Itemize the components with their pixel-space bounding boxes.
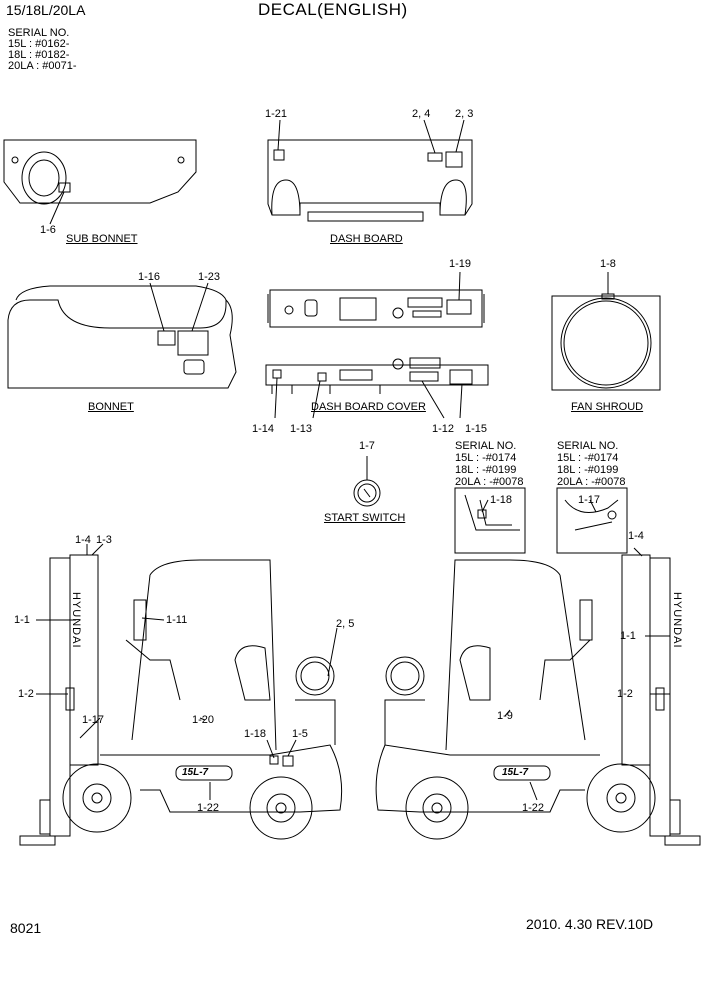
serial-line: 15L : -#0174 xyxy=(557,452,619,464)
callout: 1-20 xyxy=(192,714,215,726)
callout: 2, 5 xyxy=(336,618,355,630)
detail-serial-right: SERIAL NO. 15L : -#0174 18L : -#0199 20L… xyxy=(557,440,626,488)
view-label-bonnet: BONNET xyxy=(88,401,134,413)
serial-line: 15L : -#0174 xyxy=(455,452,517,464)
serial-line: 20LA : -#0078 xyxy=(557,476,626,488)
serial-line: SERIAL NO. xyxy=(557,440,619,452)
callout: 1-4 xyxy=(75,534,91,546)
callout: 1-19 xyxy=(449,258,472,270)
model-plate-right: 15L-7 xyxy=(502,767,529,778)
callout: 1-4 xyxy=(628,530,644,542)
page-title: DECAL(ENGLISH) xyxy=(258,0,408,19)
start-switch-drawing xyxy=(354,456,380,506)
serial-line: 18L : -#0199 xyxy=(557,464,619,476)
callout: 1-9 xyxy=(497,710,513,722)
fan-shroud-drawing xyxy=(552,272,660,390)
serial-line: 18L : -#0199 xyxy=(455,464,517,476)
model-number: 15/18L/20LA xyxy=(6,2,86,18)
callout: 1-13 xyxy=(290,423,313,435)
dash-board-cover-drawing xyxy=(266,358,488,418)
callout: 1-18 xyxy=(490,494,513,506)
callout: 1-6 xyxy=(40,224,56,236)
callout: 1-22 xyxy=(197,802,220,814)
callout: 2, 3 xyxy=(455,108,474,120)
serial-line: 20LA : #0071- xyxy=(8,60,77,72)
serial-line: SERIAL NO. xyxy=(455,440,517,452)
bonnet-drawing xyxy=(8,283,236,388)
detail-box-left xyxy=(455,488,525,553)
callout: 1-23 xyxy=(198,271,221,283)
callout: 1-17 xyxy=(82,714,105,726)
page-number: 8021 xyxy=(10,920,42,936)
callout: 1-14 xyxy=(252,423,275,435)
callout: 1-18 xyxy=(244,728,267,740)
mast-brand-decal-left: HYUNDAI xyxy=(70,592,82,649)
forklift-left-drawing xyxy=(20,544,342,845)
callout: 1-7 xyxy=(359,440,375,452)
callout: 1-11 xyxy=(166,614,188,626)
mast-brand-decal-right: HYUNDAI xyxy=(671,592,683,649)
callout: 1-5 xyxy=(292,728,308,740)
detail-serial-left: SERIAL NO. 15L : -#0174 18L : -#0199 20L… xyxy=(455,440,524,488)
view-label-dash-board: DASH BOARD xyxy=(330,233,403,245)
detail-box-right xyxy=(557,488,627,553)
dash-board-drawing xyxy=(268,120,472,221)
callout: 1-1 xyxy=(14,614,30,626)
view-label-fan-shroud: FAN SHROUD xyxy=(571,401,644,413)
serial-line: 18L : #0182- xyxy=(8,49,70,61)
callout: 1-12 xyxy=(432,423,455,435)
serial-line: 15L : #0162- xyxy=(8,38,70,50)
serial-line: 20LA : -#0078 xyxy=(455,476,524,488)
callout: 1-2 xyxy=(18,688,34,700)
forklift-right-drawing xyxy=(376,548,700,845)
callout: 1-2 xyxy=(617,688,633,700)
serial-line: SERIAL NO. xyxy=(8,27,70,39)
callout: 1-21 xyxy=(265,108,288,120)
callout: 1-17 xyxy=(578,494,601,506)
sub-bonnet-drawing xyxy=(4,140,196,224)
callout: 1-8 xyxy=(600,258,616,270)
callout: 1-3 xyxy=(96,534,112,546)
callout: 1-22 xyxy=(522,802,545,814)
model-plate-left: 15L-7 xyxy=(182,767,209,778)
dash-panel-top-drawing xyxy=(268,272,484,327)
revision-date: 2010. 4.30 REV.10D xyxy=(526,916,654,932)
callout: 1-16 xyxy=(138,271,161,283)
view-label-sub-bonnet: SUB BONNET xyxy=(66,233,138,245)
callout: 1-15 xyxy=(465,423,488,435)
view-label-start-switch: START SWITCH xyxy=(324,512,406,524)
callout: 2, 4 xyxy=(412,108,431,120)
view-label-dash-board-cover: DASH BOARD COVER xyxy=(311,401,426,413)
callout: 1-1 xyxy=(620,630,636,642)
